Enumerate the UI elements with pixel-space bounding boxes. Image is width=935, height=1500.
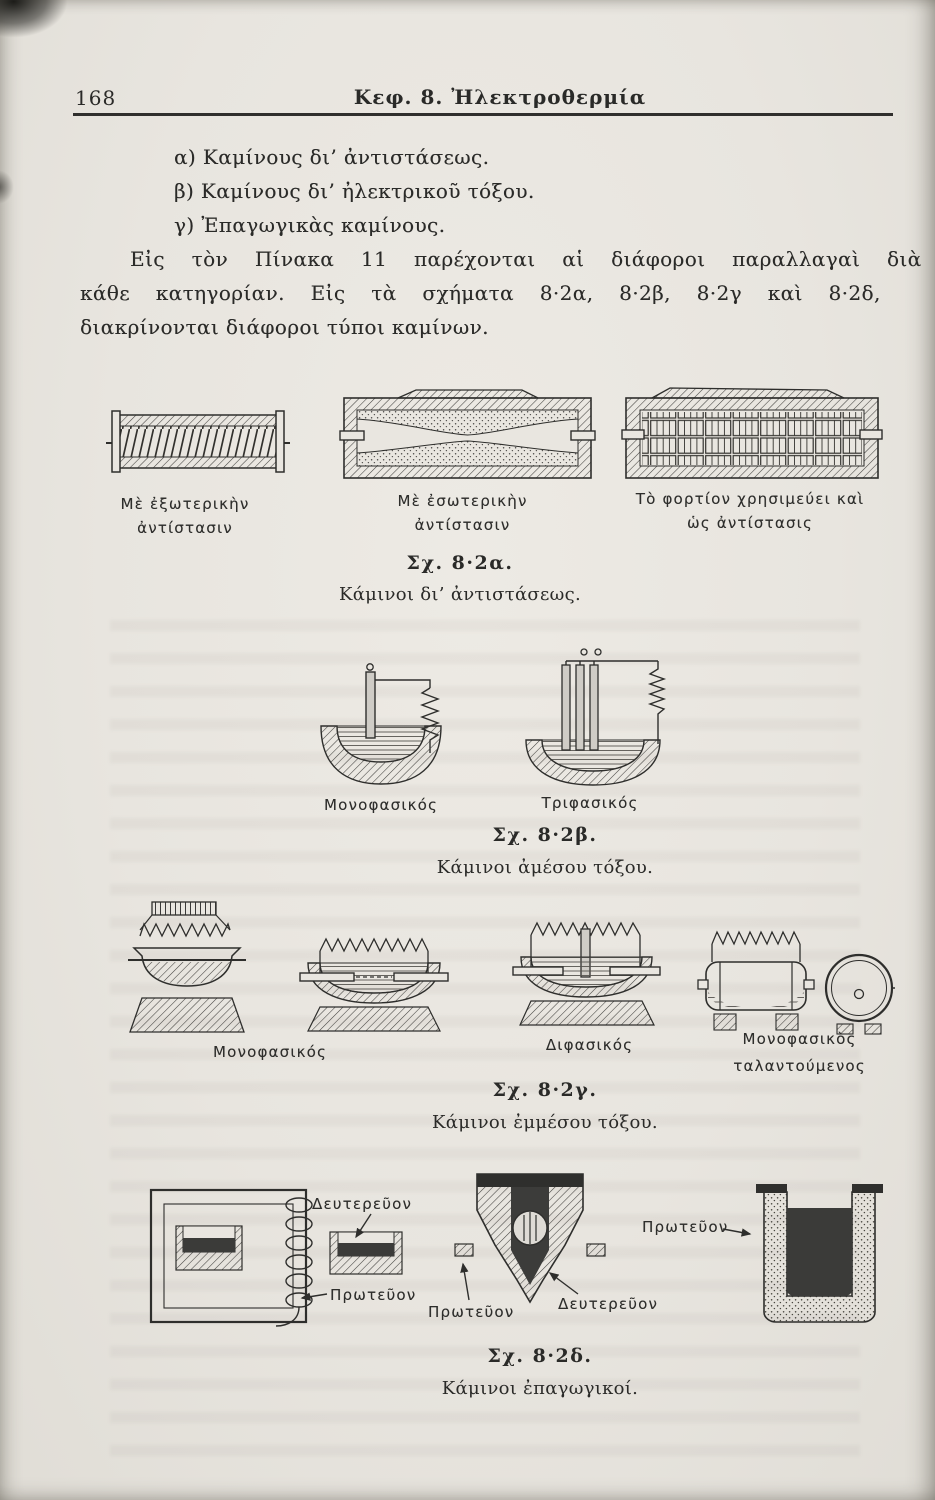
rocking-single-phase-furnace-side-diagram [697,930,815,1031]
paragraph-line-1: Εἰς τὸν Πίνακα 11 παρέχονται αἱ διάφοροι… [130,247,922,271]
figure-c-caption-text: Κάμινοι ἐμμέσου τόξου. [432,1112,658,1133]
figure-d-caption-number: Σχ. 8·2δ. [487,1345,593,1367]
single-phase-indirect-arc-furnace-diagram-1 [128,901,246,1033]
figure-d-label-primary-middle: Πρωτεῦον [428,1303,515,1321]
chapter-header: Κεφ. 8. Ἠλεκτροθερμία [353,85,647,109]
induction-furnace-vertical-section-diagram [454,1173,606,1304]
figure-b-caption-number: Σχ. 8·2β. [492,824,598,846]
pointer-arrow-primary-middle [460,1262,470,1301]
figure-b-label-left: Μονοφασικός [323,796,439,814]
figure-b-caption-text: Κάμινοι ἀμέσου τόξου. [436,857,654,878]
internal-resistance-furnace-diagram [339,389,596,479]
crucible-induction-furnace-diagram [756,1184,883,1323]
figure-a-label-middle: Μὲ ἐσωτερικὴν ἀντίστασιν [397,492,528,534]
page-number: 168 [75,86,117,110]
scan-smudge-left-edge [0,170,14,204]
three-phase-direct-arc-furnace-diagram [525,648,667,786]
figure-d-label-secondary-middle: Δευτερεῦον [558,1295,659,1313]
figure-a-caption-text: Κάμινοι δι’ ἀντιστάσεως. [338,584,582,605]
figure-d-caption-text: Κάμινοι ἐπαγωγικοί. [441,1378,639,1399]
paragraph-line-3: διακρίνονται διάφοροι τύποι καμίνων. [80,315,489,339]
pointer-arrow-secondary-middle [548,1272,579,1295]
figure-a-label-left: Μὲ ἐξωτερικὴν ἀντίστασιν [120,495,250,537]
paragraph-line-2: κάθε κατηγορίαν. Εἰς τὰ σχήματα 8·2α, 8·… [80,281,881,305]
figure-d-label-primary-right: Πρωτεῦον [642,1218,729,1236]
list-item-b: β) Καμίνους δι’ ἠλεκτρικοῦ τόξου. [174,179,535,203]
external-resistance-furnace-diagram [106,410,290,473]
figure-c-label-right: Μονοφασικὸς ταλαντούμενος [733,1030,866,1075]
charge-as-resistance-furnace-diagram [621,387,883,479]
two-phase-indirect-arc-furnace-diagram [512,921,661,1026]
core-type-induction-furnace-diagram [149,1188,403,1327]
figure-a-label-right: Τὸ φορτίον χρησιμεύει καὶ ὡς ἀντίστασις [635,490,865,532]
figure-b-label-right: Τριφασικός [541,794,639,812]
figure-d-label-secondary-left: Δευτερεῦον [312,1195,413,1213]
single-phase-indirect-arc-furnace-diagram-2 [299,937,449,1032]
scan-smudge-corner [0,0,68,38]
figure-c-label-left: Μονοφασικός [212,1043,328,1061]
figure-d-label-primary-left: Πρωτεῦον [330,1286,417,1304]
figure-c-caption-number: Σχ. 8·2γ. [492,1079,598,1101]
figure-c-label-middle: Διφασικός [545,1036,634,1054]
single-phase-direct-arc-furnace-diagram [320,663,442,785]
header-rule [73,113,893,116]
pointer-arrow-secondary-left [355,1213,372,1239]
pointer-arrow-primary-left [300,1292,328,1301]
list-item-c: γ) Ἐπαγωγικὰς καμίνους. [174,213,446,237]
rocking-single-phase-furnace-end-view-diagram [824,953,895,1035]
figure-a-caption-number: Σχ. 8·2α. [406,552,514,574]
pointer-arrow-primary-right [722,1228,752,1237]
list-item-a: α) Καμίνους δι’ ἀντιστάσεως. [174,145,490,169]
